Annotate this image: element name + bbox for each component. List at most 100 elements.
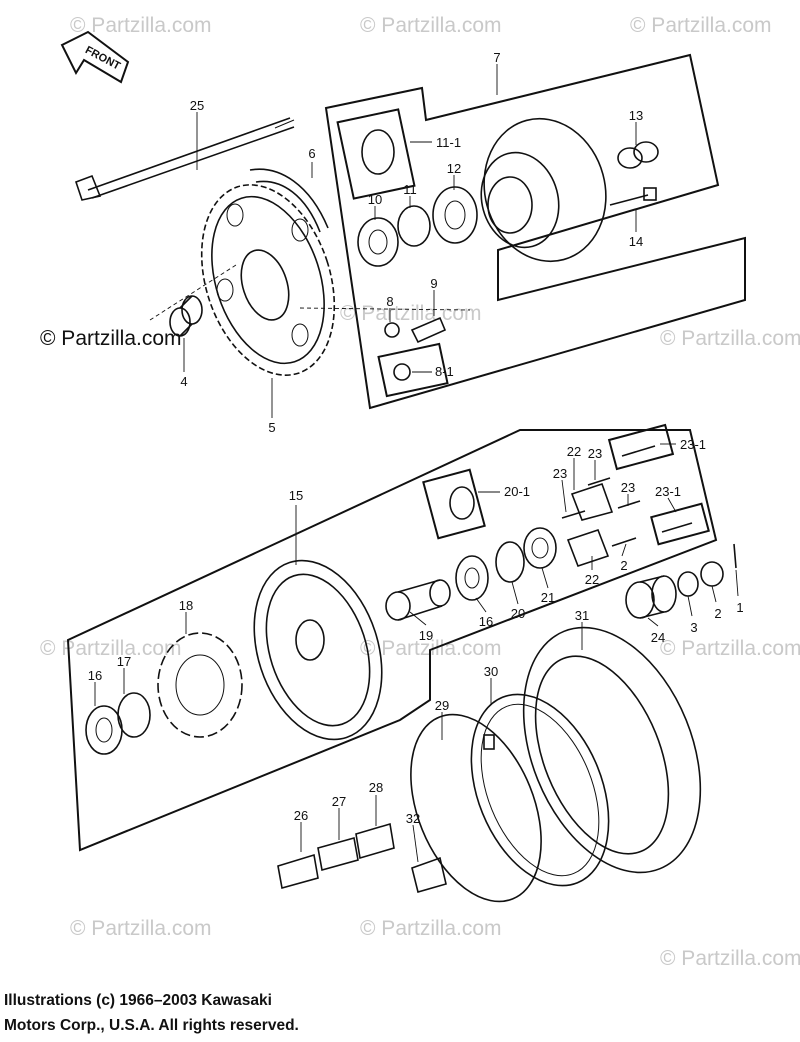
lock-plate-part [410,316,447,344]
part-label: 10 [368,192,382,207]
bolt-detail-box [607,423,675,471]
circlip-part [495,541,525,583]
part-label: 8 [386,294,393,309]
part-label: 12 [447,161,461,176]
watermark: © Partzilla.com [660,947,800,970]
part-label: 23 [553,466,567,481]
chain-part [249,168,329,233]
rim-band-part [410,713,542,903]
bolt-detail-box [650,502,710,546]
leader-lines [94,64,739,863]
part-label: 1 [736,600,743,615]
sprocket-part [200,184,336,376]
bearing-part [455,555,489,601]
watermark: © Partzilla.com [360,917,502,940]
part-label: 20 [511,606,525,621]
spacer-part [169,295,203,337]
part-label: 27 [332,794,346,809]
inner-tube-part [470,693,610,887]
circlip-part [361,129,395,175]
copyright-line: Motors Corp., U.S.A. All rights reserved… [4,1017,299,1034]
part-label: 11-1 [436,135,461,150]
plate-part [566,528,610,568]
front-arrow-icon: FRONT [60,30,130,84]
part-label: 29 [435,698,449,713]
part-label: 28 [369,780,383,795]
part-label: 6 [308,146,315,161]
watermark: © Partzilla.com [630,14,772,37]
watermark: © Partzilla.com [340,302,482,325]
bolt-part [617,500,641,509]
brake-pad-part [355,822,395,860]
part-label: 13 [629,108,643,123]
part-label: 21 [541,590,555,605]
brake-pad-part [277,853,319,890]
valve-cap-part [411,856,447,893]
damper-part [157,632,243,738]
hub-assembly-frame [324,53,746,410]
bearing-part [432,186,478,244]
part-label: 7 [493,50,500,65]
washer-part [677,571,699,597]
circlip-detail-box [336,108,416,200]
bolt-part [587,477,611,486]
part-label: 9 [430,276,437,291]
part-label: 20-1 [504,484,530,499]
tire-part [522,626,702,874]
brake-pad-part [317,836,359,872]
wheel-assembly-frame [66,429,718,852]
nut-part [384,322,400,338]
o-ring-part [117,692,151,738]
nut-part [393,363,411,381]
watermark: © Partzilla.com [660,637,800,660]
part-label: 4 [180,374,187,389]
part-labels: 1 2 2 3 4 5 6 7 8 8-1 9 10 11 11-1 12 13… [88,50,744,826]
circlip-part [397,205,431,247]
part-label: 30 [484,664,498,679]
part-label: 17 [117,654,131,669]
oil-seal-part [357,217,399,267]
collar-part [625,575,677,619]
part-label: 8-1 [435,364,454,379]
part-label: 15 [289,488,303,503]
axle-nut-part [700,561,724,587]
bolt-part [611,537,637,547]
part-label: 11 [403,182,417,197]
part-label: 32 [406,811,420,826]
part-label: 16 [88,668,102,683]
part-label: 18 [179,598,193,613]
part-label: 23 [621,480,635,495]
wheel-part [253,559,383,741]
part-label: 26 [294,808,308,823]
oil-seal-part [523,527,557,569]
part-label: 23-1 [680,437,706,452]
watermark: © Partzilla.com [40,327,182,350]
watermark: © Partzilla.com [70,14,212,37]
part-label: 25 [190,98,204,113]
axle-part [74,117,295,201]
part-label: 2 [620,558,627,573]
watermark: © Partzilla.com [360,14,502,37]
part-label: 14 [629,234,643,249]
part-label: 19 [419,628,433,643]
part-label: 22 [585,572,599,587]
part-label: 2 [714,606,721,621]
bolt-part [561,510,586,519]
watermark: © Partzilla.com [40,637,182,660]
part-label: 23-1 [655,484,681,499]
watermark: © Partzilla.com [70,917,212,940]
nut-detail-box [377,342,449,398]
part-label: 31 [575,608,589,623]
bolt-part [621,445,656,457]
bolt-part [609,187,657,206]
plate-part [570,482,614,521]
bearing-part [85,705,123,755]
circlip-part [449,486,475,520]
circlip-detail-box [422,468,486,540]
part-label: 23 [588,446,602,461]
hub-part [480,117,607,263]
cotter-pin-part [733,543,737,569]
axle-spacer-part [385,579,451,621]
copyright-notice: Illustrations (c) 1966–2003 Kawasaki Mot… [4,988,299,1038]
